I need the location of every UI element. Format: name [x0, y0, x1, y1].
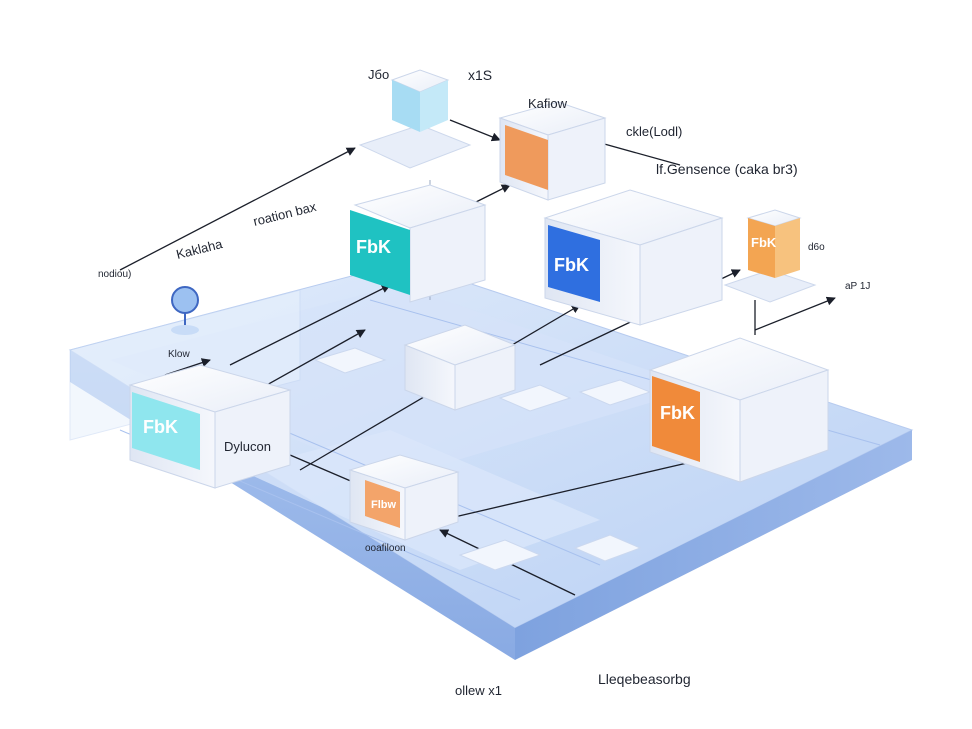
connector-to-teal	[229, 284, 391, 366]
connector-side-out	[754, 296, 836, 331]
top-cube-label: Jбо	[368, 67, 390, 82]
bottom-right-label: Lleqebeasorbg	[598, 671, 691, 687]
teal-cube	[350, 184, 487, 303]
connector-top-to-kafka	[449, 119, 501, 142]
flat-tiles	[313, 347, 652, 571]
bottom-module-box-label: Flbw	[371, 499, 397, 511]
lightbulb-icon	[171, 286, 199, 335]
kafka-label: Kafiow	[528, 96, 568, 111]
bottom-module-label: ooafiloon	[365, 543, 406, 554]
small-icon-label: Klow	[168, 349, 190, 360]
side-label: d6o	[808, 242, 825, 253]
cyan-box-label: FbK	[143, 417, 178, 437]
top-cube	[358, 69, 472, 169]
blue-server	[543, 189, 724, 326]
kafka-cube	[498, 101, 607, 201]
bottom-left-label: ollew x1	[455, 683, 502, 698]
connector-kafka-left	[119, 147, 356, 271]
kafka-sub-label: ckle(Lodl)	[626, 124, 683, 139]
notification-label: nodiou)	[98, 269, 132, 280]
top-cube-count: x1S	[468, 67, 493, 83]
small-orange-cube	[723, 209, 817, 303]
cyan-server	[128, 364, 292, 489]
orange-small-box-label: FbK	[751, 235, 777, 250]
inference-label: lf.Gensence (caka br3)	[656, 161, 798, 177]
connector-python	[289, 454, 361, 486]
glass-panel	[69, 289, 301, 441]
center-cube	[403, 324, 517, 411]
python-label: Dylucon	[224, 439, 271, 454]
orange-large-box-label: FbK	[660, 403, 695, 423]
orange-server	[648, 337, 830, 483]
side-count-label: aP 1J	[845, 281, 871, 292]
connector-bottom-to-orange	[419, 457, 701, 526]
bottom-module	[348, 454, 460, 541]
blue-box-label: FbK	[554, 255, 589, 275]
teal-box-label: FbK	[356, 237, 391, 257]
